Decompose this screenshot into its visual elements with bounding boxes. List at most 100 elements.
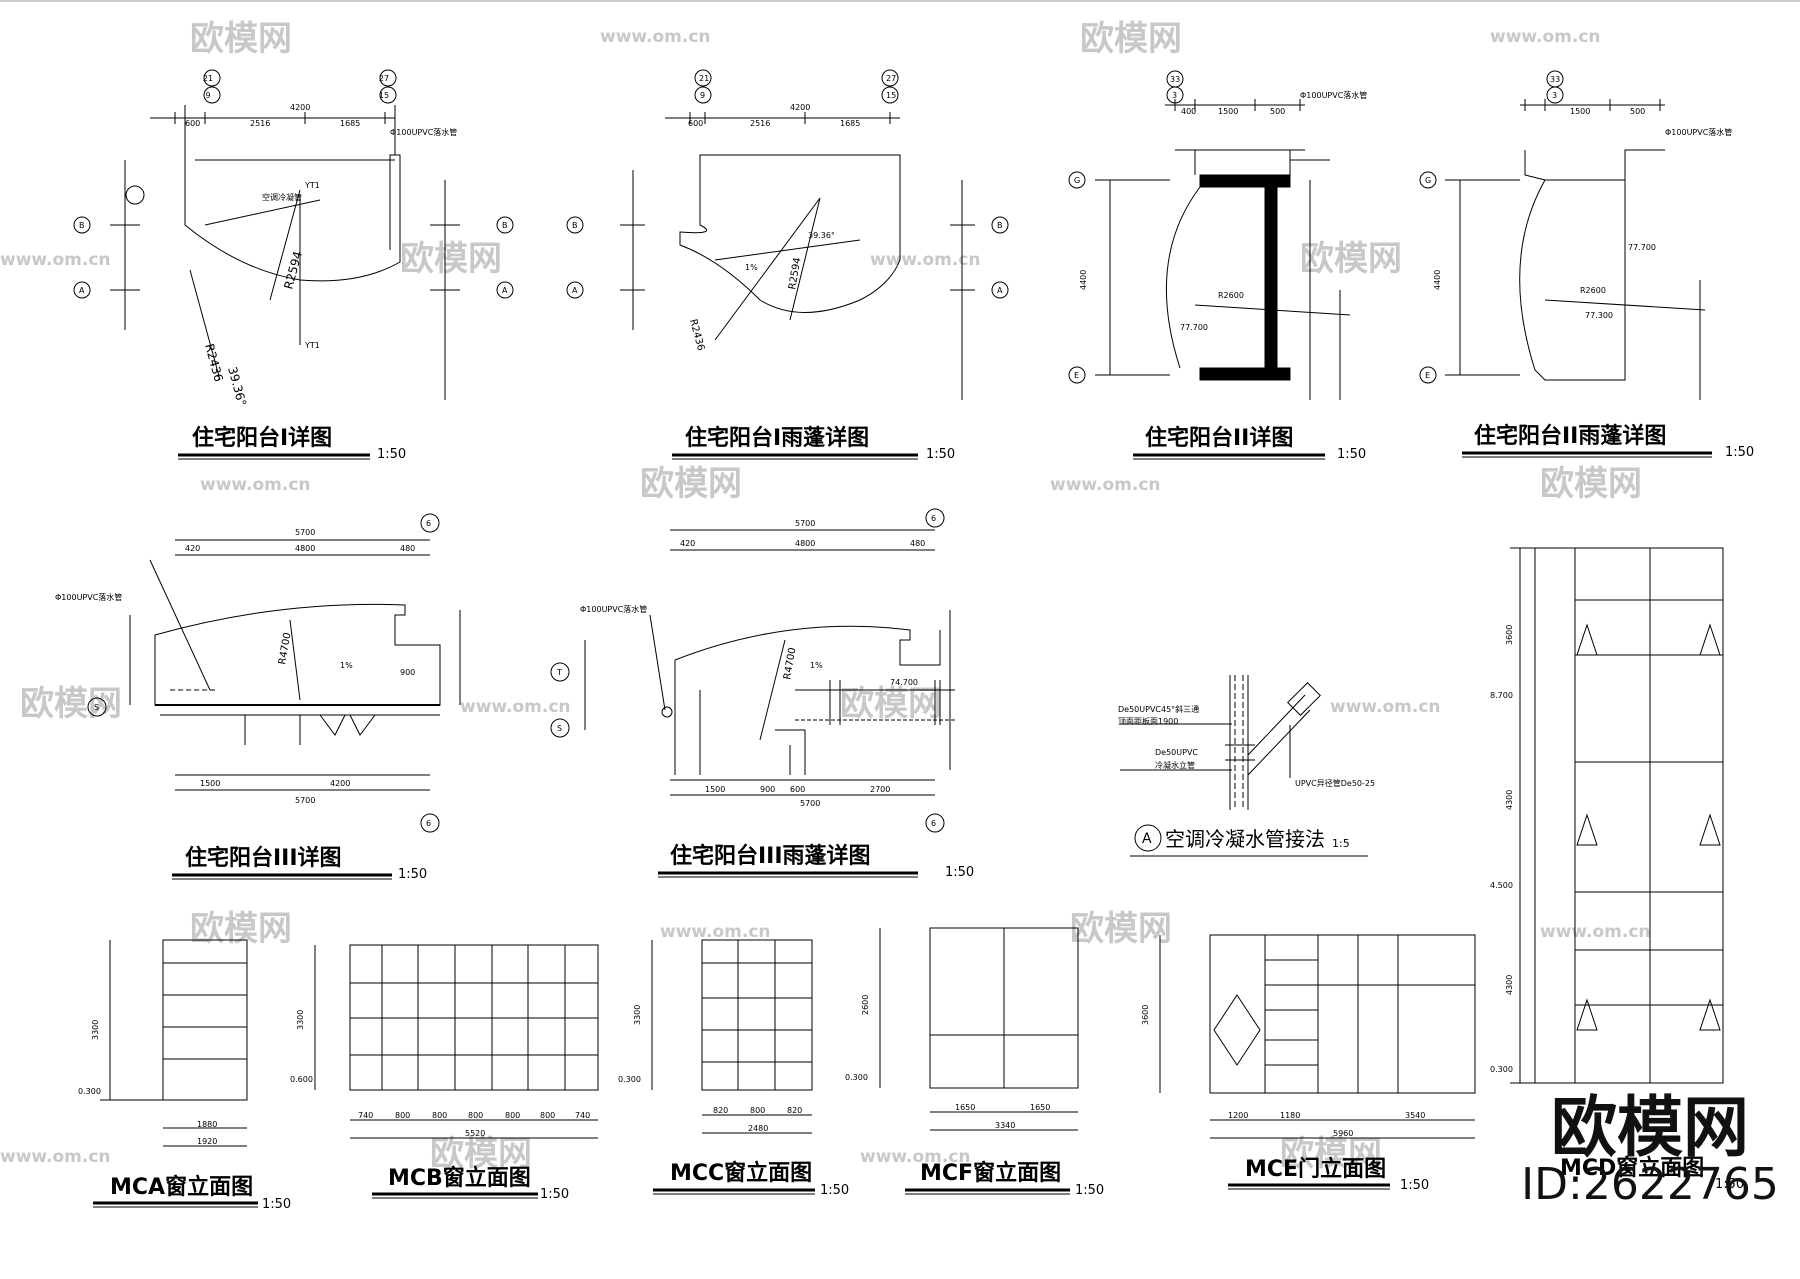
- drawing-title: 住宅阳台I雨蓬详图: [685, 425, 869, 451]
- dimension: 4400: [1079, 270, 1088, 290]
- dimension: 1200: [1228, 1111, 1248, 1120]
- level-label: 0.300: [845, 1073, 868, 1082]
- annotation: Φ100UPVC落水管: [580, 604, 647, 614]
- drawing-scale: 1:50: [1715, 1177, 1744, 1192]
- balcony-1-detail: 21 9 27 15 B A B A 4200 600 2516 1685 空调…: [73, 69, 514, 462]
- dimension: 800: [750, 1106, 765, 1115]
- watermark-brand: 欧模网: [20, 684, 122, 724]
- dimension: 4300: [1505, 790, 1514, 810]
- axis-label: 21: [699, 74, 709, 83]
- axis-label: 6: [931, 819, 936, 828]
- level-label: 0.300: [1490, 1065, 1513, 1074]
- watermark-url: www.om.cn: [1050, 475, 1161, 495]
- dimension: 1650: [955, 1103, 975, 1112]
- drawing-title: 住宅阳台I详图: [192, 425, 332, 451]
- dimension: 420: [680, 539, 695, 548]
- dimension: 5700: [295, 528, 315, 537]
- dimension: 500: [1630, 107, 1645, 116]
- balcony-2-detail: 33 3 G E 400 1500 500 4400 Φ100UPVC落水管 R…: [1068, 70, 1367, 462]
- angle-label: 39.36°: [225, 365, 249, 408]
- watermark-url: www.om.cn: [460, 697, 571, 717]
- annotation: Φ100UPVC落水管: [1665, 127, 1732, 137]
- annotation: YT1: [304, 181, 320, 190]
- watermark-brand: 欧模网: [640, 464, 742, 504]
- radius-label: R2600: [1580, 286, 1606, 295]
- dimension: 5520: [465, 1129, 485, 1138]
- dimension: 1180: [1280, 1111, 1300, 1120]
- level-label: 4.500: [1490, 881, 1513, 890]
- axis-label: S: [557, 724, 562, 733]
- drawing-scale: 1:50: [262, 1197, 291, 1212]
- radius-label: R2600: [1218, 291, 1244, 300]
- brand-logo: 欧模网: [1551, 1089, 1749, 1166]
- dimension: 600: [688, 119, 703, 128]
- mca-window-elevation: 3300 0.300 1880 1920 MCA窗立面图 1:50: [78, 939, 291, 1212]
- dimension: 4400: [1433, 270, 1442, 290]
- annotation: YT1: [304, 341, 320, 350]
- axis-label: 15: [379, 91, 389, 100]
- mce-door-elevation: 3600 1200 1180 3540 5960 MCE门立面图 1:50: [1141, 934, 1476, 1193]
- watermark-brand: 欧模网: [1080, 19, 1182, 59]
- drawing-scale: 1:50: [1725, 445, 1754, 460]
- watermark-brand: 欧模网: [430, 1134, 532, 1174]
- dimension: 5960: [1333, 1129, 1353, 1138]
- pipe-note: De50UPVC45°斜三通: [1118, 704, 1199, 714]
- axis-label: B: [79, 221, 85, 230]
- dimension: 4200: [290, 103, 310, 112]
- dimension: 2516: [250, 119, 270, 128]
- level-label: 0.600: [290, 1075, 313, 1084]
- axis-label: 27: [886, 74, 896, 83]
- axis-label: 9: [700, 91, 705, 100]
- dimension: 820: [787, 1106, 802, 1115]
- mcc-window-elevation: 3300 0.300 820 800 820 2480 MCC窗立面图 1:50: [618, 939, 849, 1198]
- level-label: 0.300: [78, 1087, 101, 1096]
- balcony-3-detail: 6 6 S 5700 4800 420 480 1500 4200 5700 9…: [55, 513, 461, 882]
- radius-label: R4700: [277, 632, 293, 666]
- pipe-note: 顶面距板面1900: [1118, 716, 1178, 726]
- level-label: 77.700: [1628, 243, 1656, 252]
- dimension: 3340: [995, 1121, 1015, 1130]
- asset-id: ID:2622765: [1521, 1159, 1779, 1210]
- drawing-title: 住宅阳台II雨蓬详图: [1474, 423, 1666, 449]
- dimension: 4300: [1505, 975, 1514, 995]
- pipe-note: UPVC异径管De50-25: [1295, 778, 1375, 788]
- dimension: 480: [910, 539, 925, 548]
- dimension: 600: [790, 785, 805, 794]
- drawing-scale: 1:5: [1332, 837, 1350, 850]
- dimension: 1500: [1218, 107, 1238, 116]
- drawing-title: 住宅阳台II详图: [1145, 425, 1293, 451]
- annotation: 39.36°: [808, 231, 835, 240]
- watermark-brand: 欧模网: [1540, 464, 1642, 504]
- ac-pipe-detail: De50UPVC45°斜三通 顶面距板面1900 De50UPVC 冷凝水立管 …: [1118, 675, 1375, 857]
- drawing-title: MCD窗立面图: [1560, 1155, 1704, 1181]
- axis-label: T: [556, 668, 562, 677]
- dimension: 740: [575, 1111, 590, 1120]
- dimension: 1685: [840, 119, 860, 128]
- axis-label: A: [79, 286, 85, 295]
- watermark-brand: 欧模网: [1070, 909, 1172, 949]
- axis-label: 3: [1552, 91, 1557, 100]
- dimension: 500: [1270, 107, 1285, 116]
- dimension: 480: [400, 544, 415, 553]
- dimension: 800: [468, 1111, 483, 1120]
- axis-label: A: [502, 286, 508, 295]
- pipe-note: 冷凝水立管: [1155, 760, 1195, 770]
- dimension: 1500: [1570, 107, 1590, 116]
- radius-label: R2594: [281, 250, 305, 291]
- dimension: 1920: [197, 1137, 217, 1146]
- level-label: 8.700: [1490, 691, 1513, 700]
- dimension: 2700: [870, 785, 890, 794]
- axis-label: B: [997, 221, 1003, 230]
- watermark-url: www.om.cn: [870, 250, 981, 270]
- dimension: 800: [540, 1111, 555, 1120]
- axis-label: A: [997, 286, 1003, 295]
- watermark-url: www.om.cn: [660, 922, 771, 942]
- dimension: 2600: [861, 995, 870, 1015]
- watermark-layer: 欧模网 欧模网 欧模网 欧模网 欧模网 欧模网 欧模网 欧模网 欧模网 欧模网 …: [0, 19, 1651, 1174]
- dimension: 1650: [1030, 1103, 1050, 1112]
- annotation: 空调冷凝管: [262, 192, 302, 202]
- dimension: 3300: [633, 1005, 642, 1025]
- drawing-scale: 1:50: [377, 447, 406, 462]
- dimension: 2516: [750, 119, 770, 128]
- dimension: 4200: [790, 103, 810, 112]
